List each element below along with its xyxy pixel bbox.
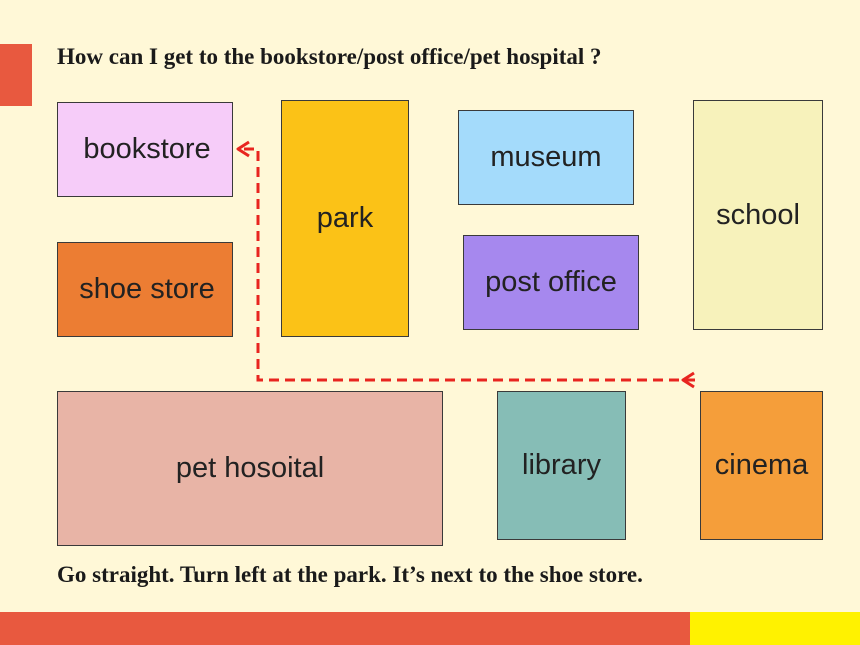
left-accent-tab xyxy=(0,44,32,106)
route-arrow-left-icon xyxy=(236,140,250,158)
pet-hospital-label: pet hosoital xyxy=(175,452,325,484)
answer-text: Go straight. Turn left at the park. It’s… xyxy=(57,562,643,587)
shoe-store-block: shoe store xyxy=(57,242,233,337)
post-office-block: post office xyxy=(463,235,639,330)
library-label: library xyxy=(522,449,601,481)
school-block: school xyxy=(693,100,823,330)
shoe-store-label: shoe store xyxy=(79,273,215,305)
pet-hospital-block: pet hosoital xyxy=(57,391,443,546)
cinema-block: cinema xyxy=(700,391,823,540)
bottom-yellow-bar xyxy=(690,612,860,645)
route-arrow-right-icon xyxy=(681,371,695,389)
bottom-red-bar xyxy=(0,612,690,645)
cinema-label: cinema xyxy=(714,449,809,481)
park-block: park xyxy=(281,100,409,337)
question-text: How can I get to the bookstore/post offi… xyxy=(57,44,602,69)
library-block: library xyxy=(497,391,626,540)
museum-label: museum xyxy=(490,141,602,173)
post-office-label: post office xyxy=(485,266,617,298)
bookstore-label: bookstore xyxy=(83,133,211,165)
school-label: school xyxy=(716,198,800,231)
bookstore-block: bookstore xyxy=(57,102,233,197)
park-label: park xyxy=(316,202,374,234)
museum-block: museum xyxy=(458,110,634,205)
